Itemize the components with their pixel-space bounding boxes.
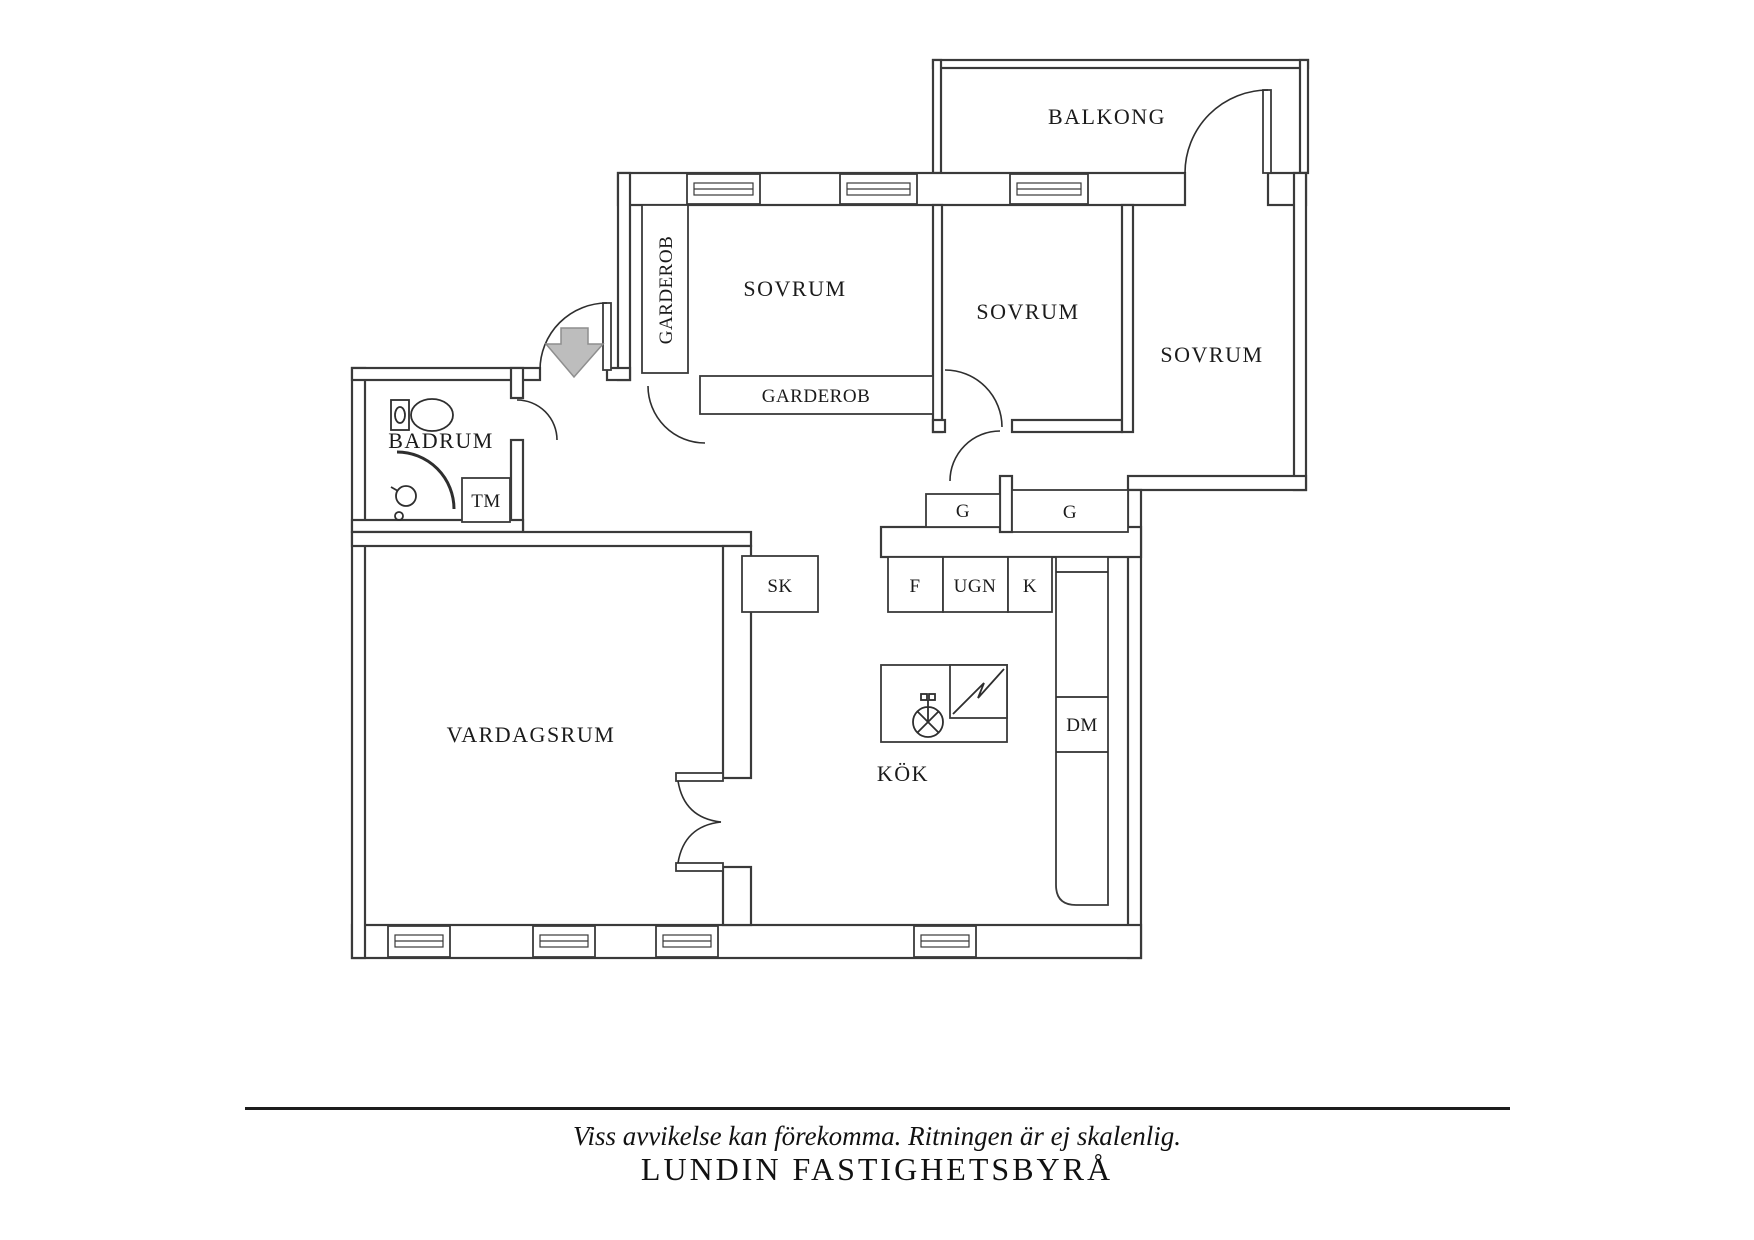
bathroom-fixtures xyxy=(390,398,456,521)
wall-segment xyxy=(931,203,944,434)
kitchen-island xyxy=(880,664,1008,743)
wall-segment xyxy=(721,865,753,927)
exterior-walls xyxy=(350,171,1308,960)
balcony-top-wall xyxy=(931,58,1310,70)
interior-walls xyxy=(350,203,1143,927)
wall-segment xyxy=(350,366,542,382)
fixtures-boxes xyxy=(461,204,1129,906)
room-labels: SOVRUM SOVRUM SOVRUM GARDEROB GARDEROB B… xyxy=(388,236,1263,786)
fridge-box xyxy=(887,556,944,613)
wardrobe-g-left-box xyxy=(925,493,1001,528)
bedroom1-door-swing-arc xyxy=(647,385,706,444)
toilet-icon xyxy=(390,398,454,432)
balcony-door-swing-arc xyxy=(1184,89,1269,174)
balcony: BALKONG xyxy=(931,58,1310,175)
freezer-label: K xyxy=(1023,576,1037,597)
freezer-box xyxy=(1007,556,1053,613)
doors xyxy=(516,89,1272,872)
oven-box xyxy=(942,556,1009,613)
wall-segment xyxy=(350,530,753,548)
wardrobe-g-right-label: G xyxy=(1063,502,1077,523)
wall-segment xyxy=(998,474,1014,534)
window xyxy=(913,925,977,958)
kitchen-label: KÖK xyxy=(877,761,929,786)
balcony-right-wall xyxy=(1298,58,1310,175)
wall-segment xyxy=(931,418,947,434)
footer: Viss avvikelse kan förekomma. Ritningen … xyxy=(245,1107,1510,1187)
wall-segment xyxy=(1292,171,1308,492)
bedroom3-door-swing-arc xyxy=(949,430,1001,482)
broom-closet-box xyxy=(741,555,819,613)
drainboard-box xyxy=(949,664,1008,719)
double-door-top-arc xyxy=(677,780,722,823)
wall-segment xyxy=(350,366,367,960)
entry-door-leaf xyxy=(602,302,612,371)
wall-segment xyxy=(350,923,1143,960)
bathroom-label: BADRUM xyxy=(388,428,494,453)
entry-door xyxy=(539,302,612,371)
wall-segment xyxy=(1120,203,1135,434)
window xyxy=(387,925,451,958)
wall-segment xyxy=(616,171,632,382)
wardrobe-tall-label: GARDEROB xyxy=(656,236,677,345)
entry-door-swing-arc xyxy=(539,302,608,371)
balcony-label: BALKONG xyxy=(1048,104,1166,129)
wardrobe-g-right-box xyxy=(1011,489,1129,533)
bedroom2-label: SOVRUM xyxy=(976,299,1079,324)
double-door-bottom-arc xyxy=(677,821,722,864)
wall-segment xyxy=(1126,474,1308,492)
bedroom2-door-swing-arc xyxy=(944,369,1003,428)
wall-segment xyxy=(509,366,525,400)
footer-disclaimer: Viss avvikelse kan förekomma. Ritningen … xyxy=(573,1121,1181,1151)
dishwasher-label: DM xyxy=(1066,715,1098,736)
window xyxy=(686,173,761,205)
bedroom1-label: SOVRUM xyxy=(743,276,846,301)
balcony-left-wall xyxy=(931,58,943,175)
oven-label: UGN xyxy=(954,576,997,597)
double-swing-door xyxy=(675,772,724,872)
living-room-label: VARDAGSRUM xyxy=(447,722,616,747)
washing-machine-box xyxy=(461,477,511,523)
shower-icon xyxy=(390,450,456,521)
drainboard-zigzag xyxy=(952,668,1005,715)
window xyxy=(655,925,719,958)
wall-segment xyxy=(1126,488,1143,960)
wardrobe-low-box xyxy=(699,375,934,415)
balcony-door xyxy=(1184,89,1272,174)
window xyxy=(532,925,596,958)
balcony-door-leaf xyxy=(1262,89,1272,174)
entry-arrow-icon xyxy=(544,327,605,379)
windows-bottom xyxy=(387,925,977,958)
wardrobe-tall-box xyxy=(641,204,689,374)
bathroom-door-swing-arc xyxy=(516,399,558,441)
washing-machine-label: TM xyxy=(471,491,501,512)
broom-closet-label: SK xyxy=(767,576,792,597)
window xyxy=(839,173,918,205)
wardrobe-low-label: GARDEROB xyxy=(762,386,871,407)
kitchen-counter xyxy=(1055,556,1109,906)
footer-divider xyxy=(245,1107,1510,1110)
window xyxy=(1009,173,1089,205)
fridge-label: F xyxy=(909,576,920,597)
double-door-top-leaf xyxy=(675,772,724,782)
sink-icon xyxy=(912,693,944,738)
double-door-bottom-leaf xyxy=(675,862,724,872)
wall-segment xyxy=(605,366,632,382)
footer-brand: LUNDIN FASTIGHETSBYRÅ xyxy=(641,1151,1113,1187)
wall-segment xyxy=(1010,418,1124,434)
bedroom3-label: SOVRUM xyxy=(1160,342,1263,367)
wall-segment xyxy=(509,438,525,534)
windows-top xyxy=(686,173,1089,205)
wardrobe-g-left-label: G xyxy=(956,501,970,522)
